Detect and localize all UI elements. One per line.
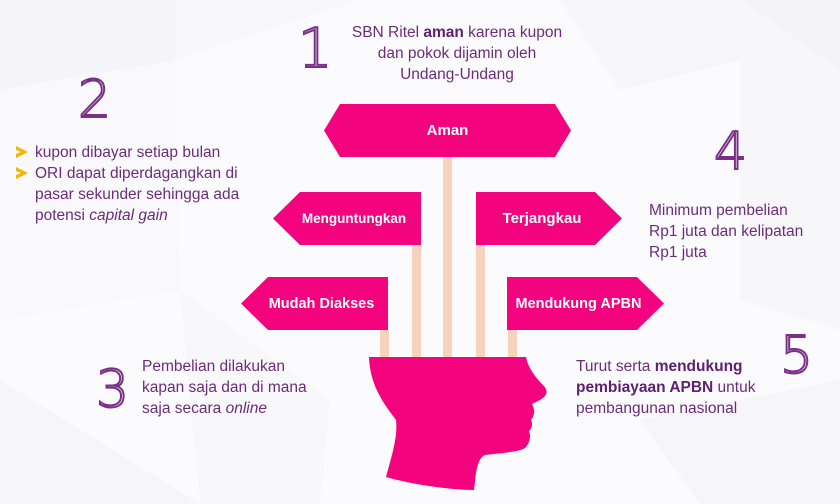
pole-mudah-diakses xyxy=(380,330,389,359)
arrowhead-bullet-icon xyxy=(16,146,28,158)
bullet-text-italic: capital gain xyxy=(89,207,168,224)
sign-mudah-diakses: Mudah Diakses xyxy=(241,277,388,330)
sign-mendukung-apbn: Mendukung APBN xyxy=(507,277,664,330)
point-1-text: SBN Ritel aman karena kupon dan pokok di… xyxy=(330,22,584,85)
point-1-line1-pre: SBN Ritel xyxy=(351,24,424,41)
pole-terjangkau xyxy=(476,245,485,359)
bullet-text: ORI dapat diperdagangkan di pasar sekund… xyxy=(35,165,240,224)
point-2-bullet-list: kupon dibayar setiap bulan ORI dapat dip… xyxy=(16,142,276,226)
point-1-line1-post: karena kupon xyxy=(463,24,563,41)
point-5-text-bold: mendukung pembiayaan APBN xyxy=(576,358,743,396)
number-4: 4 xyxy=(713,122,748,182)
point-5-text-post: untuk pembangunan nasional xyxy=(576,379,756,417)
sign-aman: Aman xyxy=(324,104,571,157)
bullet-item: ORI dapat diperdagangkan di pasar sekund… xyxy=(16,163,276,226)
bullet-text: kupon dibayar setiap bulan xyxy=(35,144,221,161)
pole-menguntungkan xyxy=(412,245,421,359)
point-3-text-main: Pembelian dilakukan kapan saja dan di ma… xyxy=(142,358,307,417)
sign-terjangkau: Terjangkau xyxy=(476,192,622,245)
point-3-text-italic: online xyxy=(225,400,267,417)
point-3-text: Pembelian dilakukan kapan saja dan di ma… xyxy=(142,356,312,419)
pole-center xyxy=(443,157,452,359)
number-3: 3 xyxy=(95,360,130,420)
point-1-line2: dan pokok dijamin oleh xyxy=(377,45,537,62)
point-4-line2: Rp1 juta dan kelipatan xyxy=(649,223,804,240)
arrowhead-bullet-icon xyxy=(16,167,28,179)
point-1-line3: Undang-Undang xyxy=(400,66,514,83)
point-4-text: Minimum pembelian Rp1 juta dan kelipatan… xyxy=(649,200,839,263)
point-1-bold-aman: aman xyxy=(423,24,464,41)
point-5-text: Turut serta mendukung pembiayaan APBN un… xyxy=(576,356,786,419)
point-4-line1: Minimum pembelian xyxy=(649,202,788,219)
number-5: 5 xyxy=(779,326,814,386)
point-5-text-pre: Turut serta xyxy=(576,358,655,375)
point-4-line3: Rp1 juta xyxy=(649,244,707,261)
number-1: 1 xyxy=(297,17,333,80)
number-2: 2 xyxy=(77,70,112,130)
sign-menguntungkan: Menguntungkan xyxy=(273,192,421,245)
pole-mendukung-apbn xyxy=(508,330,517,359)
bullet-item: kupon dibayar setiap bulan xyxy=(16,142,276,163)
